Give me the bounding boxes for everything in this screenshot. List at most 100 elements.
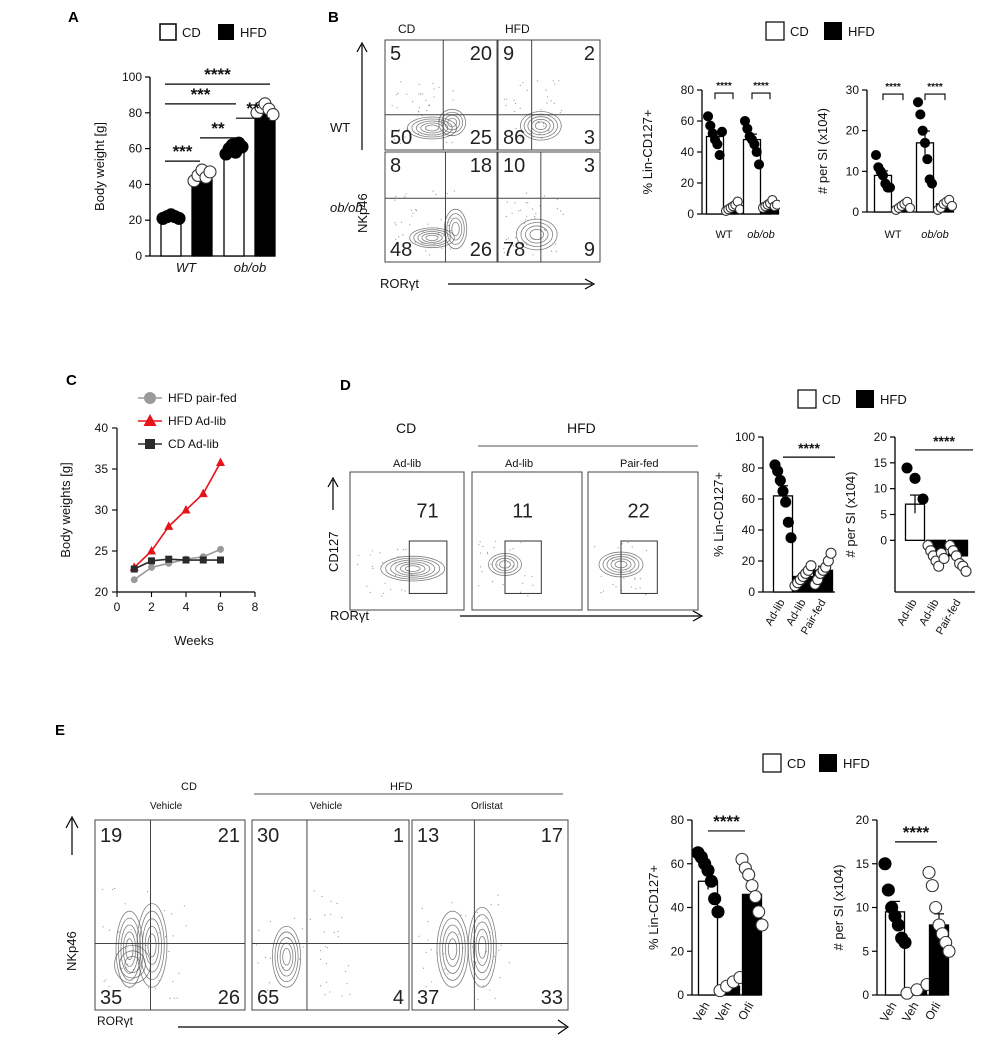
event-dot <box>397 556 399 558</box>
legend-e-swatch-cd <box>762 753 782 773</box>
event-dot <box>108 985 110 987</box>
event-dot <box>519 136 522 138</box>
event-dot <box>512 244 515 247</box>
event-dot <box>515 128 517 130</box>
data-point <box>742 868 756 882</box>
event-dot <box>479 541 481 543</box>
event-dot <box>534 217 536 219</box>
y-tick-label: 20 <box>95 585 109 599</box>
contour-line <box>118 917 141 981</box>
contour-line <box>448 217 463 241</box>
y-tick-label: 15 <box>874 456 888 470</box>
y-tick-label: 0 <box>687 207 694 221</box>
event-dot <box>523 222 526 225</box>
significance-bracket <box>882 93 904 101</box>
event-dot <box>341 995 343 997</box>
quadrant-value-ul: 30 <box>257 825 279 847</box>
x-tick-label: ob/ob <box>921 229 949 241</box>
data-point <box>704 874 718 888</box>
y-tick-label: 20 <box>742 554 756 568</box>
flow-e-xarrow-head <box>557 1019 570 1035</box>
event-dot <box>138 956 140 959</box>
data-point <box>751 146 762 158</box>
event-dot <box>438 86 440 88</box>
flow-d-sub-hfd2: Pair-fed <box>620 458 659 470</box>
flow-e-sub-hfd1: Vehicle <box>310 801 343 812</box>
event-dot <box>329 991 331 993</box>
data-point <box>702 111 714 122</box>
event-dot <box>402 234 404 236</box>
contour-line <box>395 561 431 576</box>
data-point <box>925 879 939 893</box>
event-dot <box>256 944 258 946</box>
y-tick-label: 5 <box>880 508 887 522</box>
event-dot <box>425 99 427 101</box>
significance-label: ** <box>246 99 260 118</box>
event-dot <box>428 105 430 107</box>
event-dot <box>395 238 397 240</box>
contour-line <box>520 222 554 247</box>
data-point <box>898 935 912 950</box>
contour-line <box>529 228 544 241</box>
panel-e-flow: E CD HFD Vehicle Vehicle Orlistat NKp46 … <box>55 722 570 1035</box>
event-dot <box>412 212 414 215</box>
event-dot <box>301 928 304 930</box>
flow-b-col-hfd: HFD <box>505 22 530 36</box>
significance-label: **** <box>753 81 769 92</box>
event-dot <box>544 228 546 231</box>
event-dot <box>384 582 386 584</box>
event-dot <box>514 102 517 105</box>
contour-line <box>447 117 458 128</box>
event-dot <box>381 562 384 564</box>
event-dot <box>146 890 149 893</box>
event-dot <box>519 107 521 110</box>
event-dot <box>433 96 435 98</box>
legend-e-label-cd: CD <box>787 756 806 771</box>
event-dot <box>326 947 329 949</box>
event-dot <box>508 129 510 131</box>
contour-line <box>144 925 160 965</box>
event-dot <box>324 946 326 948</box>
event-dot <box>631 546 633 548</box>
event-dot <box>178 972 180 974</box>
flow-b-xarrow-head <box>584 278 596 290</box>
quadrant-value-lr: 26 <box>470 239 492 261</box>
event-dot <box>478 544 480 546</box>
event-dot <box>320 950 322 952</box>
data-point <box>926 178 938 189</box>
bar <box>772 495 794 593</box>
event-dot <box>645 594 647 596</box>
y-axis-title: Body weights [g] <box>58 462 73 557</box>
event-dot <box>639 587 641 589</box>
event-dot <box>452 99 454 101</box>
event-dot <box>444 968 446 970</box>
contour-line <box>475 928 489 966</box>
data-point <box>922 865 936 880</box>
flow-plot-frame <box>94 819 246 1011</box>
event-dot <box>121 967 123 969</box>
panel-e-legend: CD HFD <box>762 753 870 773</box>
event-dot <box>500 944 502 946</box>
flow-plot-frame <box>497 39 601 151</box>
event-dot <box>395 224 397 226</box>
event-dot <box>337 936 339 938</box>
contour-line <box>142 918 162 973</box>
panel-d-flow: D CD HFD Ad-lib Ad-lib Pair-fed CD127 RO… <box>326 377 704 623</box>
quadrant-value-lr: 3 <box>584 127 595 149</box>
contour-line <box>442 924 463 974</box>
event-dot <box>450 229 452 232</box>
flow-e-col-cd: CD <box>181 781 197 793</box>
flow-plot-frame <box>251 819 410 1011</box>
contour-line <box>527 116 555 136</box>
event-dot <box>482 985 485 987</box>
y-tick-label: 20 <box>129 213 143 227</box>
quadrant-value-lr: 25 <box>470 127 492 149</box>
x-tick-label: Veh <box>690 1000 712 1025</box>
event-dot <box>417 110 420 112</box>
data-point <box>755 918 769 932</box>
